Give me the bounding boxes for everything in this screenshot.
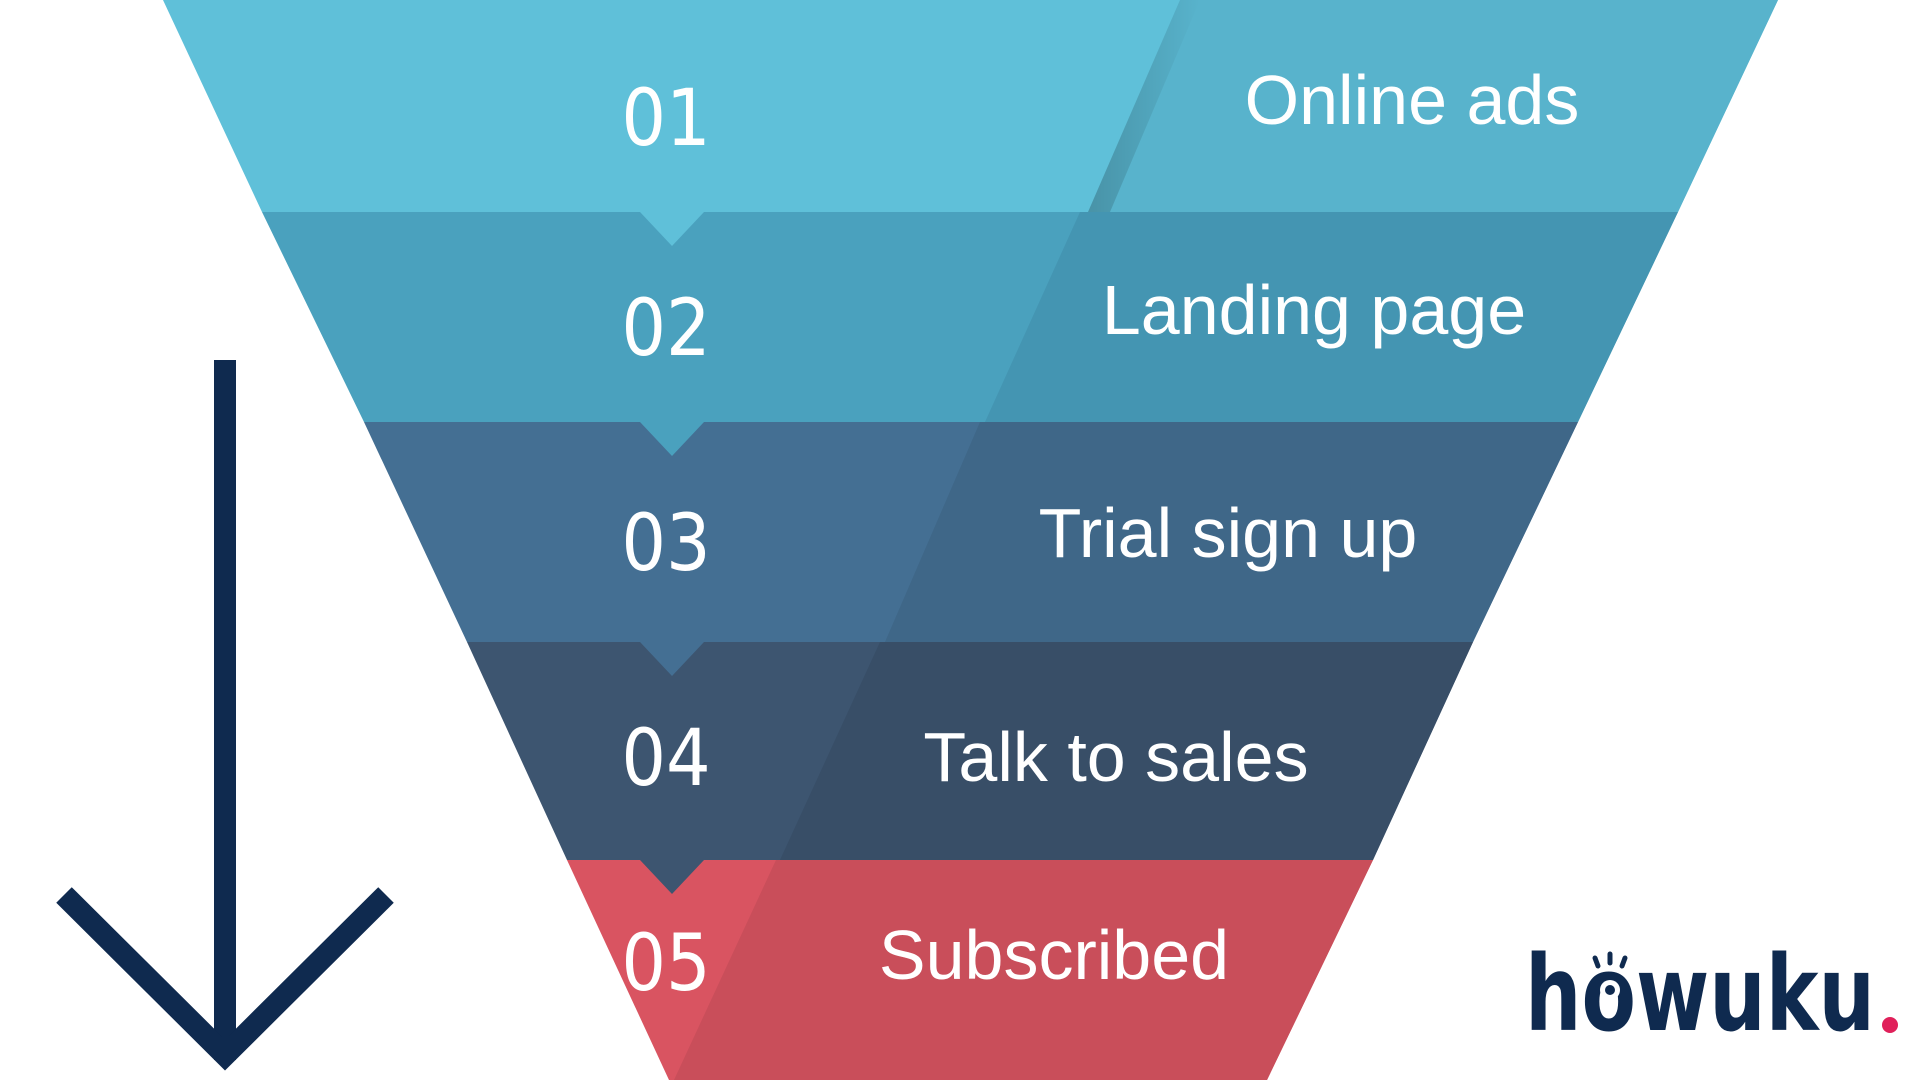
stage-3-label: Trial sign up	[1039, 494, 1418, 572]
logo-text: howuku	[1525, 933, 1875, 1055]
funnel-stage-1	[163, 0, 1778, 212]
pointer-notch-2	[640, 422, 704, 456]
stage-4-fold	[780, 642, 1473, 860]
funnel-stage-2	[262, 212, 1678, 422]
stage-1-fold	[1088, 0, 1778, 212]
funnel-stage-3	[364, 422, 1578, 642]
pointer-notch-4	[640, 860, 704, 894]
stage-5-number: 05	[621, 919, 710, 1009]
stage-5-label: Subscribed	[879, 916, 1229, 994]
stage-1-label: Online ads	[1245, 61, 1580, 139]
funnel-stage-4	[467, 642, 1473, 860]
eye-icon	[1592, 951, 1628, 1000]
stage-1-number: 01	[621, 74, 710, 164]
stage-3-number: 03	[621, 499, 710, 589]
funnel-stage-5	[567, 860, 1373, 1080]
stage-2-fold	[985, 212, 1678, 422]
arrow-down-icon	[56, 360, 394, 1071]
fold-shadow	[1088, 0, 1200, 212]
logo-dot	[1882, 1017, 1898, 1033]
stage-3-fold	[885, 422, 1578, 642]
stage-4-number: 04	[621, 714, 710, 804]
pointer-notch-1	[640, 212, 704, 246]
stage-2-label: Landing page	[1102, 271, 1526, 349]
stage-5-fold	[674, 860, 1373, 1080]
pointer-notch-3	[640, 642, 704, 676]
stage-2-number: 02	[621, 284, 710, 374]
stage-4-label: Talk to sales	[923, 718, 1308, 796]
howuku-logo: howuku	[1525, 933, 1898, 1055]
